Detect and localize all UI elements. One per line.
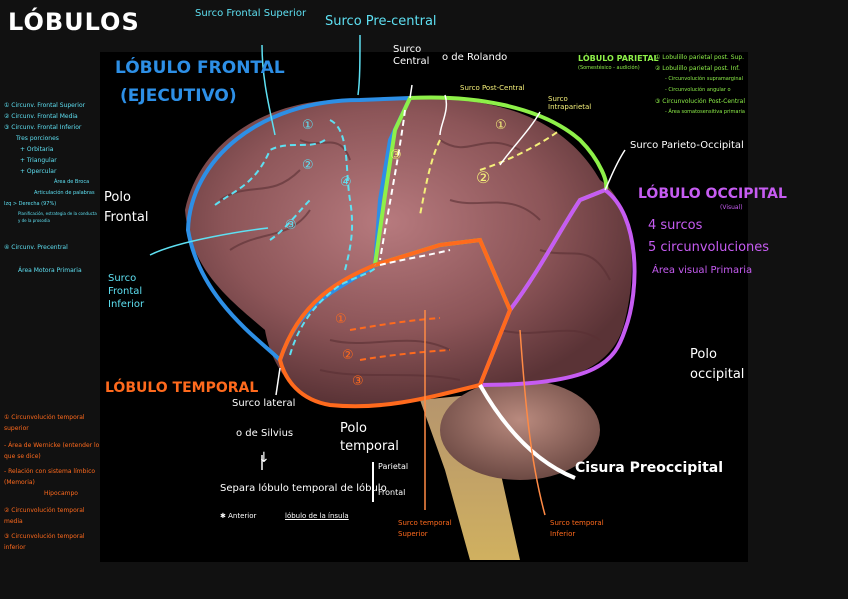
label-surco-parieto-occipital: Surco Parieto-Occipital	[630, 140, 744, 151]
frontal-number-4: ④	[340, 175, 352, 190]
occipital-outline	[477, 187, 637, 388]
separa-frontal: Frontal	[378, 488, 406, 497]
separa-label: Separa lóbulo temporal de lóbulo	[220, 483, 387, 494]
parietal-lobe-subtitle: (Somestésico - audición)	[578, 65, 640, 71]
frontal-number-1: ①	[302, 118, 314, 133]
cisura-preoccipital-line	[478, 384, 576, 480]
parietal-list-item: ③ Circunvolución Post-Central	[655, 98, 745, 105]
lobulo-insula-label: lóbulo de la ínsula	[285, 512, 349, 520]
cerebellum	[440, 380, 600, 480]
note-item: - Relación con sistema límbico (Memoria)	[4, 468, 96, 486]
parietal-list-item: - Circunvolución angular o	[665, 87, 731, 93]
page-title: LÓBULOS	[8, 8, 140, 36]
temporal-lobe-title: LÓBULO TEMPORAL	[105, 380, 259, 396]
temporal-number-1: ①	[335, 312, 347, 327]
parietal-list: ① Lobulillo parietal post. Sup. ② Lobuli…	[655, 52, 745, 118]
parietal-list-item: - Área somatosensitiva primaria	[665, 109, 745, 115]
occipital-lobe-subtitle: (Visual)	[720, 204, 743, 211]
label-surco-postcentral: Surco Post-Central	[460, 84, 525, 92]
note-item: Planificación, estrategia de la conducta…	[18, 211, 97, 223]
parietal-list-item: ① Lobulillo parietal post. Sup.	[655, 54, 745, 61]
note-item: + Opercular	[20, 168, 57, 175]
gyri-texture	[219, 139, 611, 381]
parietal-lobe-title: LÓBULO PARIETAL	[578, 54, 659, 63]
polo-temporal-label: Polo temporal	[340, 421, 399, 454]
arrow-down-icon: ↓	[258, 450, 270, 466]
note-item: ① Circunvolución temporal superior	[4, 414, 85, 432]
note-item: ① Circunv. Frontal Superior	[4, 102, 86, 109]
note-item: ④ Circunv. Precentral	[4, 244, 68, 251]
anterior-text: Anterior	[228, 512, 257, 520]
frontal-number-2: ②	[302, 158, 314, 173]
frontal-number-3: ③	[285, 218, 297, 233]
parietal-number-1: ①	[495, 118, 507, 133]
occipital-surcos: 4 surcos	[648, 218, 703, 233]
parietal-list-item: - Circunvolución supramarginal	[665, 76, 743, 82]
occipital-lobe-title: LÓBULO OCCIPITAL	[638, 186, 787, 202]
note-item: Tres porciones	[16, 135, 59, 142]
left-temporal-notes: ① Circunvolución temporal superior - Áre…	[4, 412, 100, 553]
parietal-number-2: ②	[476, 168, 491, 187]
cisura-preoccipital-label: Cisura Preoccipital	[575, 460, 724, 476]
note-item: ② Circunvolución temporal media	[4, 507, 85, 525]
note-item: ③ Circunv. Frontal Inferior	[4, 124, 82, 131]
polo-occipital-label: Polo occipital	[690, 347, 745, 382]
note-item: Área de Broca	[54, 179, 90, 185]
separa-parietal: Parietal	[378, 462, 409, 471]
surco-temporal-inferior-label: Surco temporal Inferior	[550, 519, 604, 538]
label-surco-intraparietal: Surco Intraparietal	[548, 95, 592, 111]
de-silvius-label: o de Silvius	[236, 428, 294, 439]
polo-frontal-label: Polo Frontal	[104, 190, 149, 225]
note-item: + Orbitaria	[20, 146, 54, 153]
label-surco-central: Surco Central	[393, 44, 430, 67]
pointer-lines	[149, 34, 361, 256]
sulci-dashed	[214, 109, 561, 361]
parietal-list-item: ② Lobulillo parietal post. Inf.	[655, 65, 740, 72]
note-item: Área Motora Primaria	[18, 267, 82, 274]
note-item: - Área de Wernicke (entender lo que se d…	[4, 442, 100, 460]
note-item: Hipocampo	[44, 490, 78, 497]
label-o-de-rolando: o de Rolando	[442, 52, 508, 63]
surco-temporal-superior-label: Surco temporal Superior	[398, 519, 452, 538]
note-item: ③ Circunvolución temporal inferior	[4, 533, 85, 551]
brace-divider	[372, 462, 374, 502]
pointer-lines-white	[261, 84, 626, 470]
note-item: ② Circunv. Frontal Media	[4, 113, 78, 120]
surco-frontal-inferior-label: Surco Frontal Inferior	[108, 273, 145, 310]
surco-lateral-label: Surco lateral	[232, 398, 296, 409]
frontal-lobe-title: LÓBULO FRONTAL	[115, 58, 285, 78]
left-frontal-notes: ① Circunv. Frontal Superior ② Circunv. F…	[4, 100, 100, 276]
frontal-outline	[185, 95, 414, 362]
anterior-label: ✱ Anterior	[220, 512, 257, 520]
occipital-circunvoluciones: 5 circunvoluciones	[648, 240, 770, 255]
temporal-number-3: ③	[352, 374, 364, 389]
label-surco-precentral: Surco Pre-central	[325, 14, 437, 29]
temporal-number-2: ②	[342, 348, 354, 363]
occipital-area-visual: Área visual Primaria	[652, 265, 753, 276]
pointer-lines-orange	[424, 309, 546, 516]
temporal-outline	[277, 237, 513, 409]
parietal-number-3: ③	[390, 148, 402, 163]
frontal-lobe-subtitle: (EJECUTIVO)	[120, 86, 237, 106]
note-item: + Triangular	[20, 157, 57, 164]
label-surco-frontal-superior: Surco Frontal Superior	[195, 8, 307, 19]
note-item: Articulación de palabras	[34, 190, 95, 196]
note-item: Izq > Derecha (97%)	[4, 201, 57, 207]
